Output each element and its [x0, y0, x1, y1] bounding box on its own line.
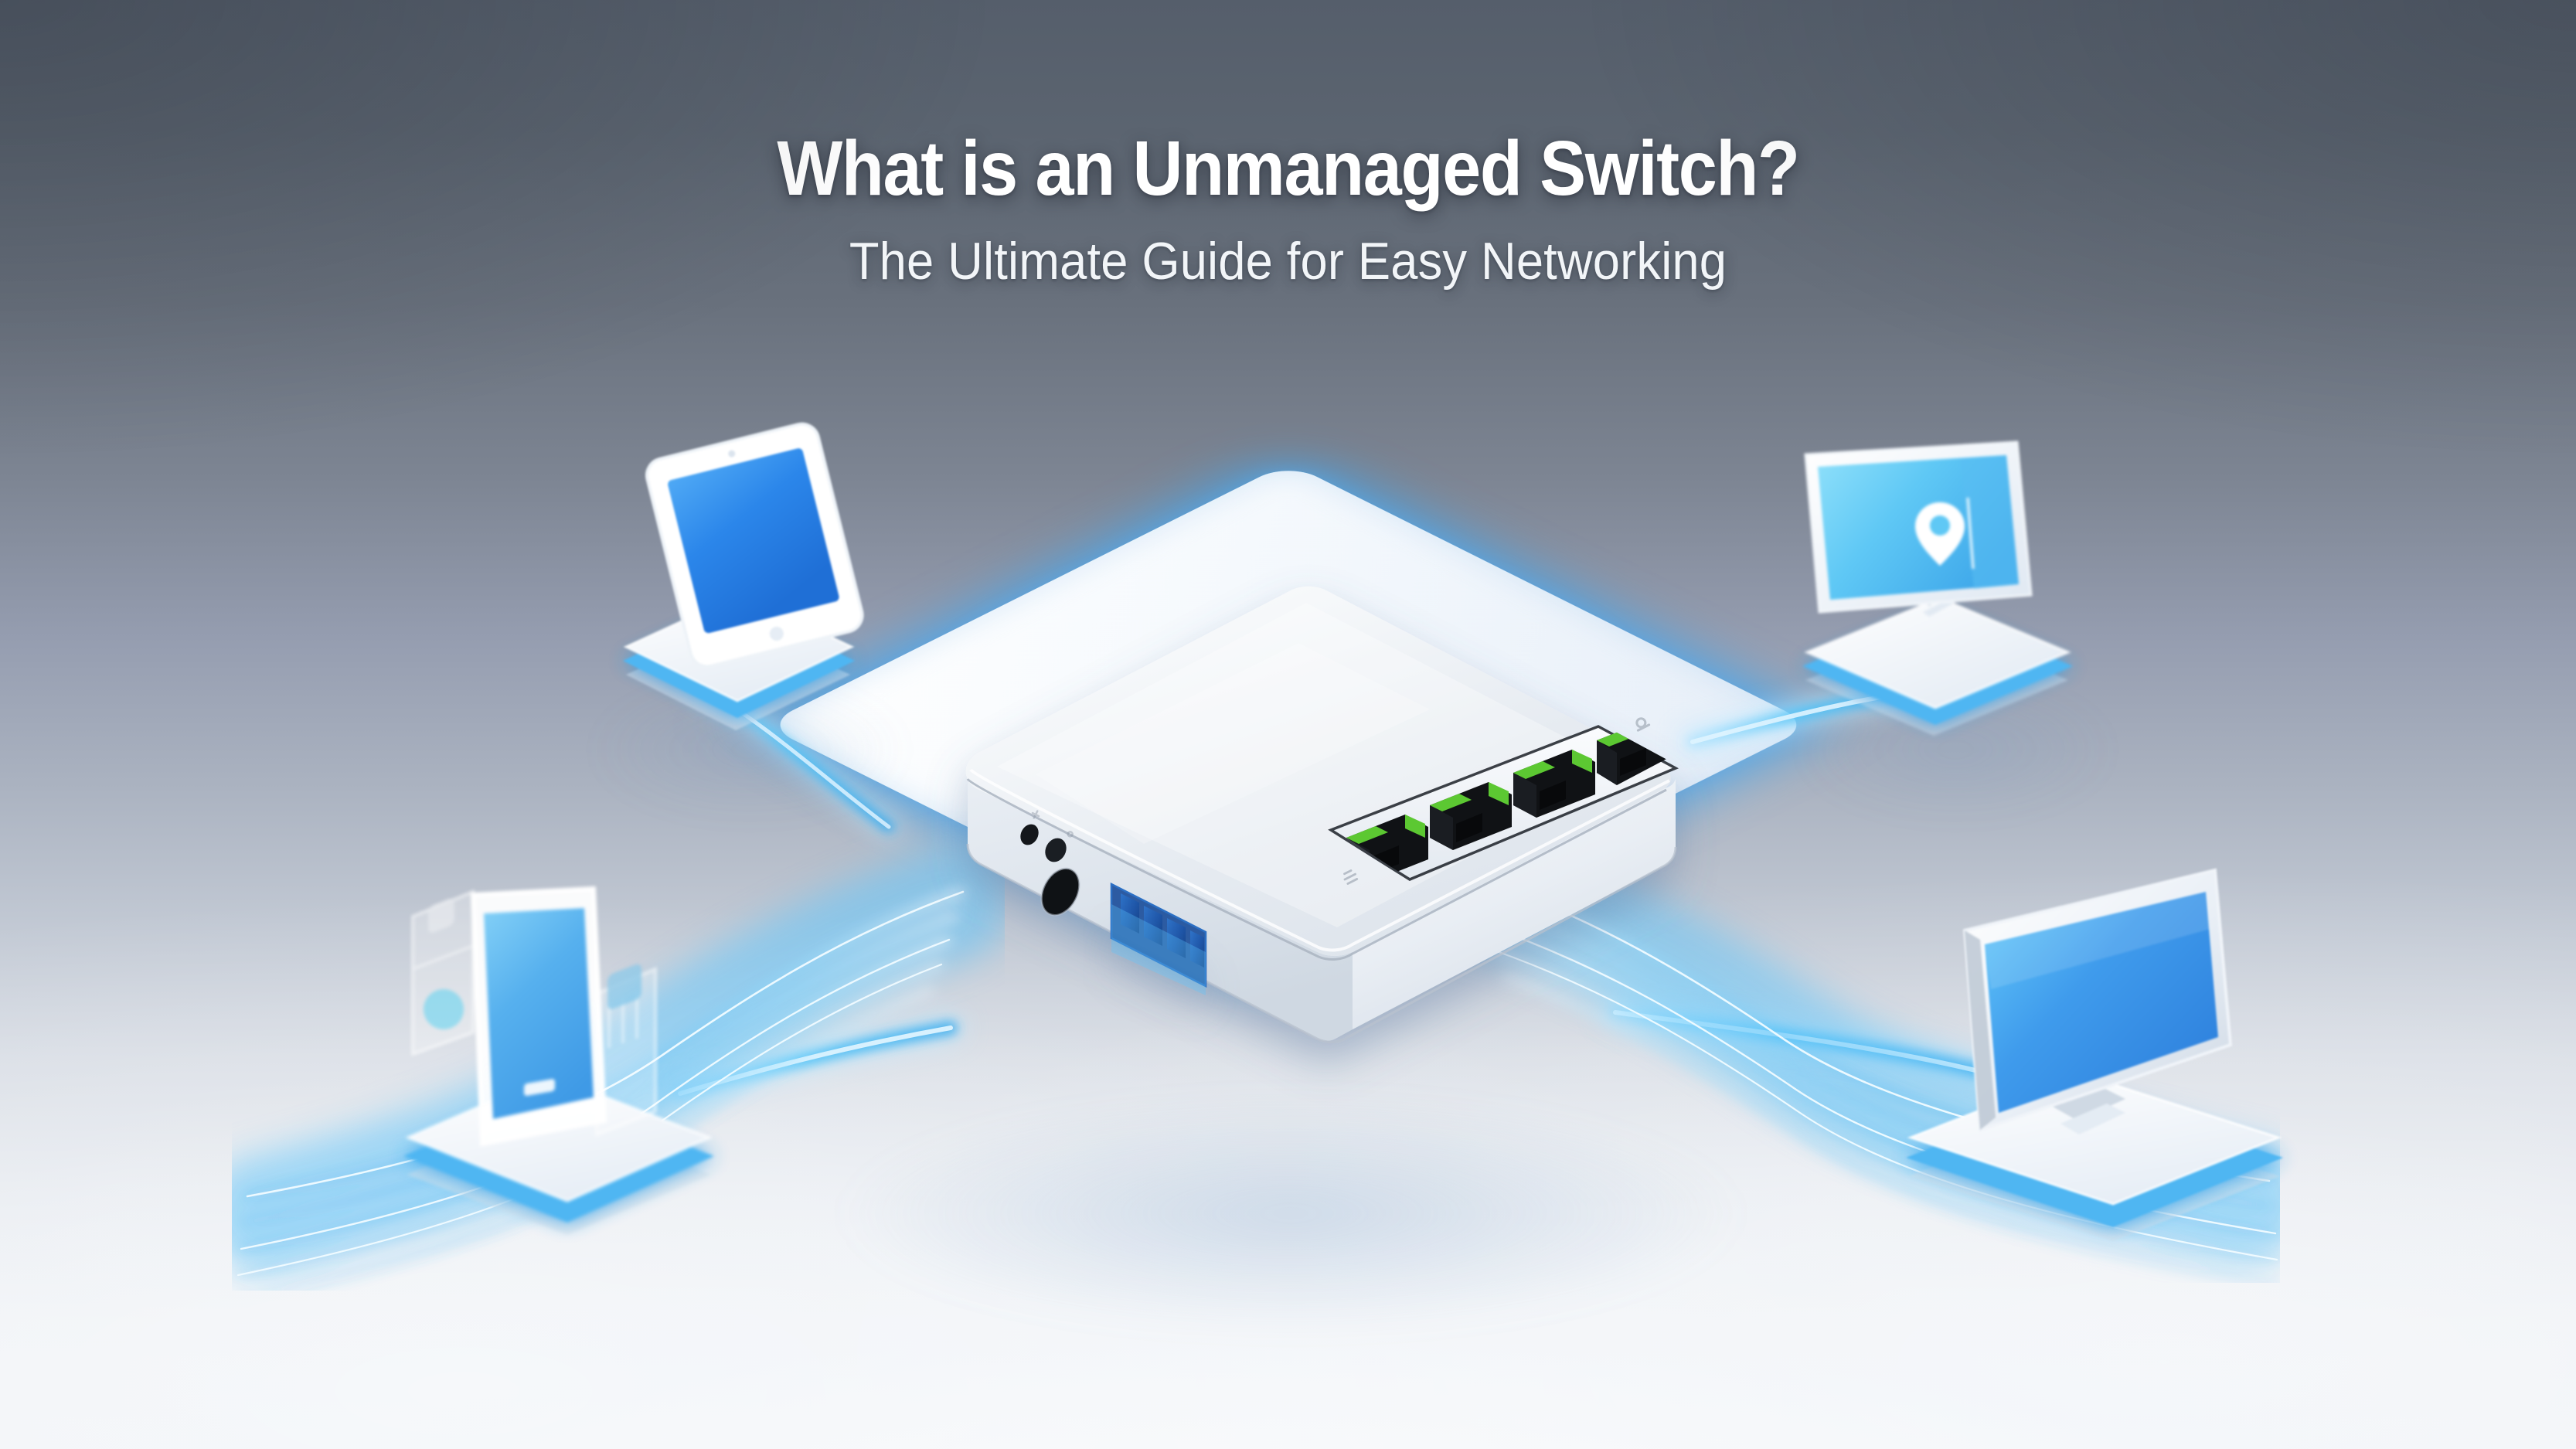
unmanaged-switch: [889, 572, 1754, 1113]
card-circle-icon: [424, 989, 464, 1029]
device-smartphone: [386, 866, 773, 1236]
monitor-tr-panel: [1804, 440, 2033, 614]
location-pin-icon: [1915, 502, 1965, 566]
app-card-left: [411, 889, 475, 1056]
device-monitor-top-right: [1785, 433, 2118, 742]
page-subtitle: The Ultimate Guide for Easy Networking: [849, 232, 1727, 291]
page-title: What is an Unmanaged Switch?: [777, 125, 1800, 212]
power-jack-rim: [1040, 867, 1080, 917]
tablet-camera-icon: [728, 450, 736, 457]
hero-text-block: What is an Unmanaged Switch? The Ultimat…: [0, 0, 2576, 287]
tablet-screen: [668, 448, 839, 634]
switch-body-seam: [966, 777, 1667, 961]
device-monitor-bottom-right: [1894, 858, 2303, 1244]
monitor-br-panel: [1962, 868, 2233, 1132]
monitor-tr-screen-divider: [1966, 497, 1975, 570]
device-tablet: [595, 422, 920, 738]
monitor-tr-pedestal: [1802, 597, 2073, 736]
status-led-hole: [1045, 838, 1067, 862]
tablet-body: [645, 422, 864, 668]
rj45-port-3: [1513, 750, 1595, 818]
vent-slots: [1110, 882, 1207, 995]
switch-rim-highlight: [969, 768, 1670, 952]
power-jack: [1041, 868, 1080, 916]
switch-left-controls: [1020, 810, 1080, 917]
phone-body: [470, 886, 607, 1147]
reset-pinhole: [1020, 824, 1039, 845]
floor-reflection-center: [835, 1097, 1747, 1329]
tablet-home-button: [769, 626, 784, 641]
switch-top-highlight: [1036, 643, 1430, 844]
